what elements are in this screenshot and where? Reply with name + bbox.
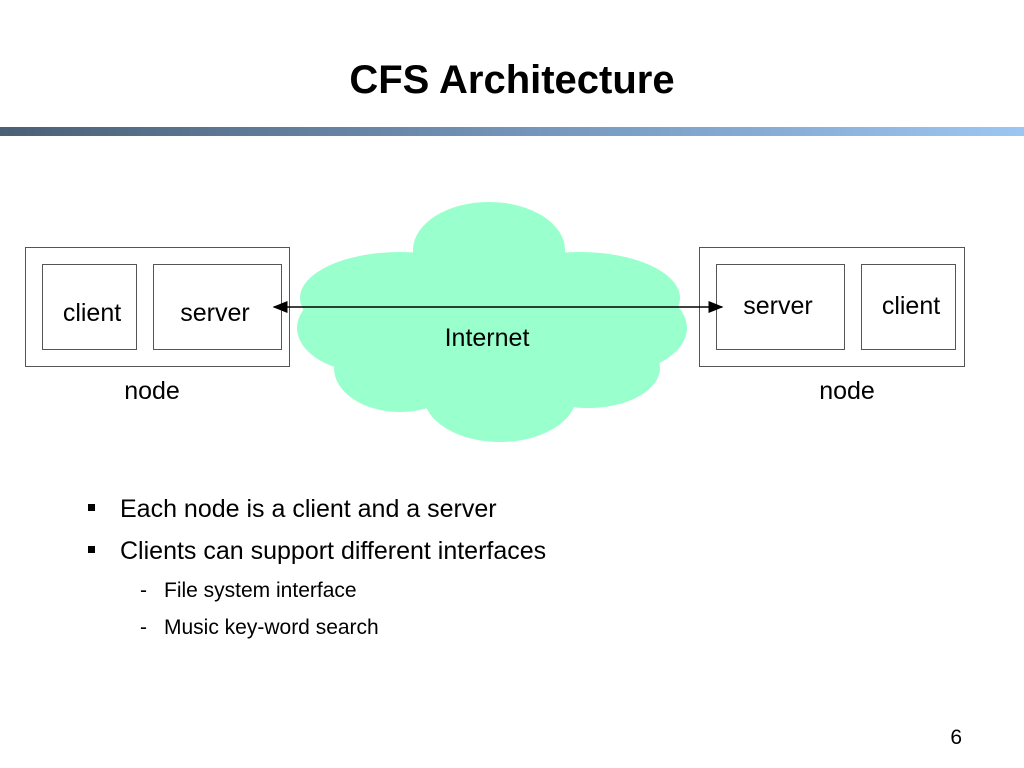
right-client-box [861, 264, 956, 350]
square-bullet-icon [88, 546, 95, 553]
internet-cloud [297, 202, 687, 442]
sub-bullet-text: File system interface [164, 579, 357, 602]
sub-bullet-item: - Music key-word search [86, 609, 546, 646]
right-node: server client node [699, 247, 965, 405]
right-server-box [716, 264, 845, 350]
bullet-text: Clients can support different interfaces [120, 537, 547, 565]
internet-label: Internet [445, 324, 530, 352]
left-node-label: node [124, 377, 180, 405]
title-divider [0, 127, 1024, 136]
right-server-label: server [743, 292, 812, 320]
bullet-list: Each node is a client and a server Clien… [86, 488, 546, 646]
left-server-box [153, 264, 282, 350]
bullet-item: Clients can support different interfaces… [86, 530, 546, 646]
square-bullet-icon [88, 504, 95, 511]
dash-bullet: - [140, 616, 147, 639]
sub-bullet-item: - File system interface [86, 572, 546, 609]
bullet-item: Each node is a client and a server [86, 488, 546, 530]
left-node: client server node [25, 247, 290, 405]
page-number: 6 [950, 726, 962, 749]
sub-bullet-list: - File system interface - Music key-word… [120, 572, 546, 646]
left-client-label: client [63, 299, 121, 327]
dash-bullet: - [140, 579, 147, 602]
bullet-text: Each node is a client and a server [120, 495, 497, 523]
architecture-diagram: Internet client server node server clien… [25, 202, 965, 442]
slide-title: CFS Architecture [349, 58, 675, 102]
left-server-label: server [180, 299, 249, 327]
sub-bullet-text: Music key-word search [164, 616, 379, 639]
right-node-label: node [819, 377, 875, 405]
left-client-box [42, 264, 137, 350]
right-client-label: client [882, 292, 940, 320]
